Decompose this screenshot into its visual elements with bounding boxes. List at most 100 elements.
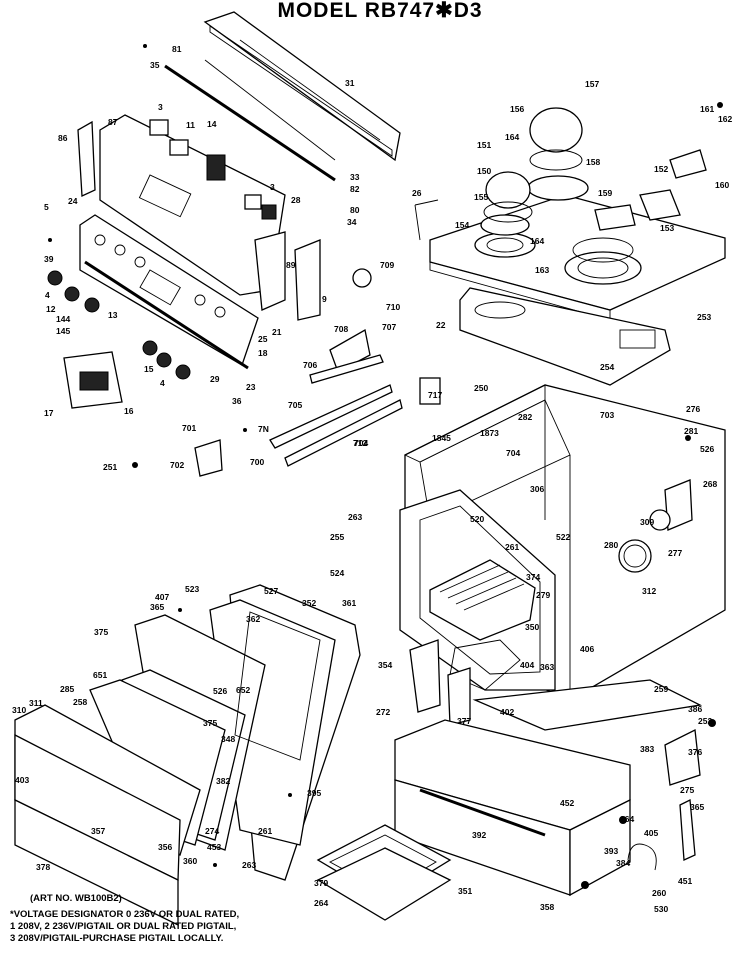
part-number-label: 80 [350,205,360,215]
rod-part [164,59,336,182]
part-number-label: 34 [347,217,357,227]
side-panel-part [254,231,286,311]
part-number-label: 350 [525,622,539,632]
part-number-label: 153 [660,223,674,233]
part-number-label: 362 [246,614,260,624]
part-number-label: 87 [108,117,118,127]
part-number-label: 5 [44,202,49,212]
part-number-label: 11 [186,120,195,130]
part-number-label: 256 [0,0,14,2]
terminal-block-part [639,189,681,221]
part-number-label: 527 [264,586,278,596]
terminal-block-part [669,149,707,179]
side-panel-part [294,239,321,321]
part-number-label: 452 [560,798,574,808]
part-number-label: 15 [144,364,154,374]
part-number-label: 524 [330,568,344,578]
part-number-label: 160 [715,180,729,190]
part-number-label: 12 [46,304,56,314]
footnote-line-1: *VOLTAGE DESIGNATOR 0 236V OR DUAL RATED… [10,909,240,920]
part-number-label: 277 [668,548,682,558]
hinge-part [409,639,441,713]
part-number-label: 7N [258,424,269,434]
part-number-label: 86 [58,133,68,143]
part-number-label: 272 [376,707,390,717]
part-number-label: 157 [585,79,599,89]
plate-part [419,377,441,405]
part-number-label: 9 [322,294,327,304]
part-number-label: 311 [29,698,43,708]
part-number-label: 82 [350,184,360,194]
part-number-label: 383 [640,744,654,754]
part-number-label: 309 [640,517,654,527]
part-number-label: 377 [457,716,471,726]
part-number-label: 13 [108,310,118,320]
part-number-label: 3 [270,182,275,192]
light-part [649,509,671,531]
part-number-label: 700 [250,457,264,467]
knob-group [47,270,191,380]
terminal-part [352,268,372,288]
part-number-label: 164 [530,236,544,246]
part-number-label: 363 [540,662,554,672]
wire-part [414,199,439,241]
part-number-label: 652 [236,685,250,695]
part-number-label: 261 [505,542,519,552]
part-number-label: 707 [382,322,396,332]
part-number-label: 258 [73,697,87,707]
part-number-label: 24 [68,196,78,206]
part-number-label: 81 [172,44,182,54]
part-number-label: 276 [686,404,700,414]
part-number-label: 384 [616,858,630,868]
part-number-label: 145 [56,326,70,336]
part-number-label: 39 [44,254,54,264]
part-number-label: 379 [314,878,328,888]
part-number-label: 529 [0,0,14,2]
part-number-label: 701 [182,423,196,433]
part-number-label: 709 [380,260,394,270]
part-number-label: 263 [348,512,362,522]
part-number-label: 255 [330,532,344,542]
part-number-label: 158 [586,157,600,167]
receptacle-part [594,204,636,231]
switch-part [194,439,223,477]
part-number-label: 31 [345,78,355,88]
broiler-pan-part [316,824,452,921]
part-number-label: 364 [620,814,634,824]
part-number-label: 520 [470,514,484,524]
part-number-label: 275 [680,785,694,795]
part-number-label: 267 [0,0,14,2]
part-number-label: 254 [600,362,614,372]
part-number-label: 392 [472,830,486,840]
part-number-label: 264 [314,898,328,908]
part-number-label: 156 [510,104,524,114]
cooktop-part [429,175,726,321]
oven-door-part [14,584,361,927]
part-number-label: 530 [654,904,668,914]
part-number-label: 29 [210,374,220,384]
part-number-label: 36 [232,396,242,406]
burner-box-part [459,287,671,386]
part-number-label: 357 [91,826,105,836]
model-title: MODEL RB747✱D3 [277,0,483,22]
part-number-label: 522 [556,532,570,542]
part-number-label: 17 [44,408,54,418]
part-number-label: 4 [45,290,50,300]
part-number-label: 382 [216,776,230,786]
part-number-label: 354 [378,660,392,670]
side-bracket-part [77,120,96,197]
part-number-label: 268 [703,479,717,489]
part-number-label: 704 [354,438,368,448]
part-number-label: 702 [170,460,184,470]
part-number-label: 259 [654,684,668,694]
part-number-label: 164 [505,132,519,142]
part-number-label: 312 [642,586,656,596]
part-number-label: 375 [94,627,108,637]
part-number-label: 651 [93,670,107,680]
part-number-label: 3 [158,102,163,112]
part-number-label: 703 [600,410,614,420]
bottom-frame-part [472,679,703,731]
part-number-label: 393 [604,846,618,856]
part-number-label: 25 [258,334,268,344]
